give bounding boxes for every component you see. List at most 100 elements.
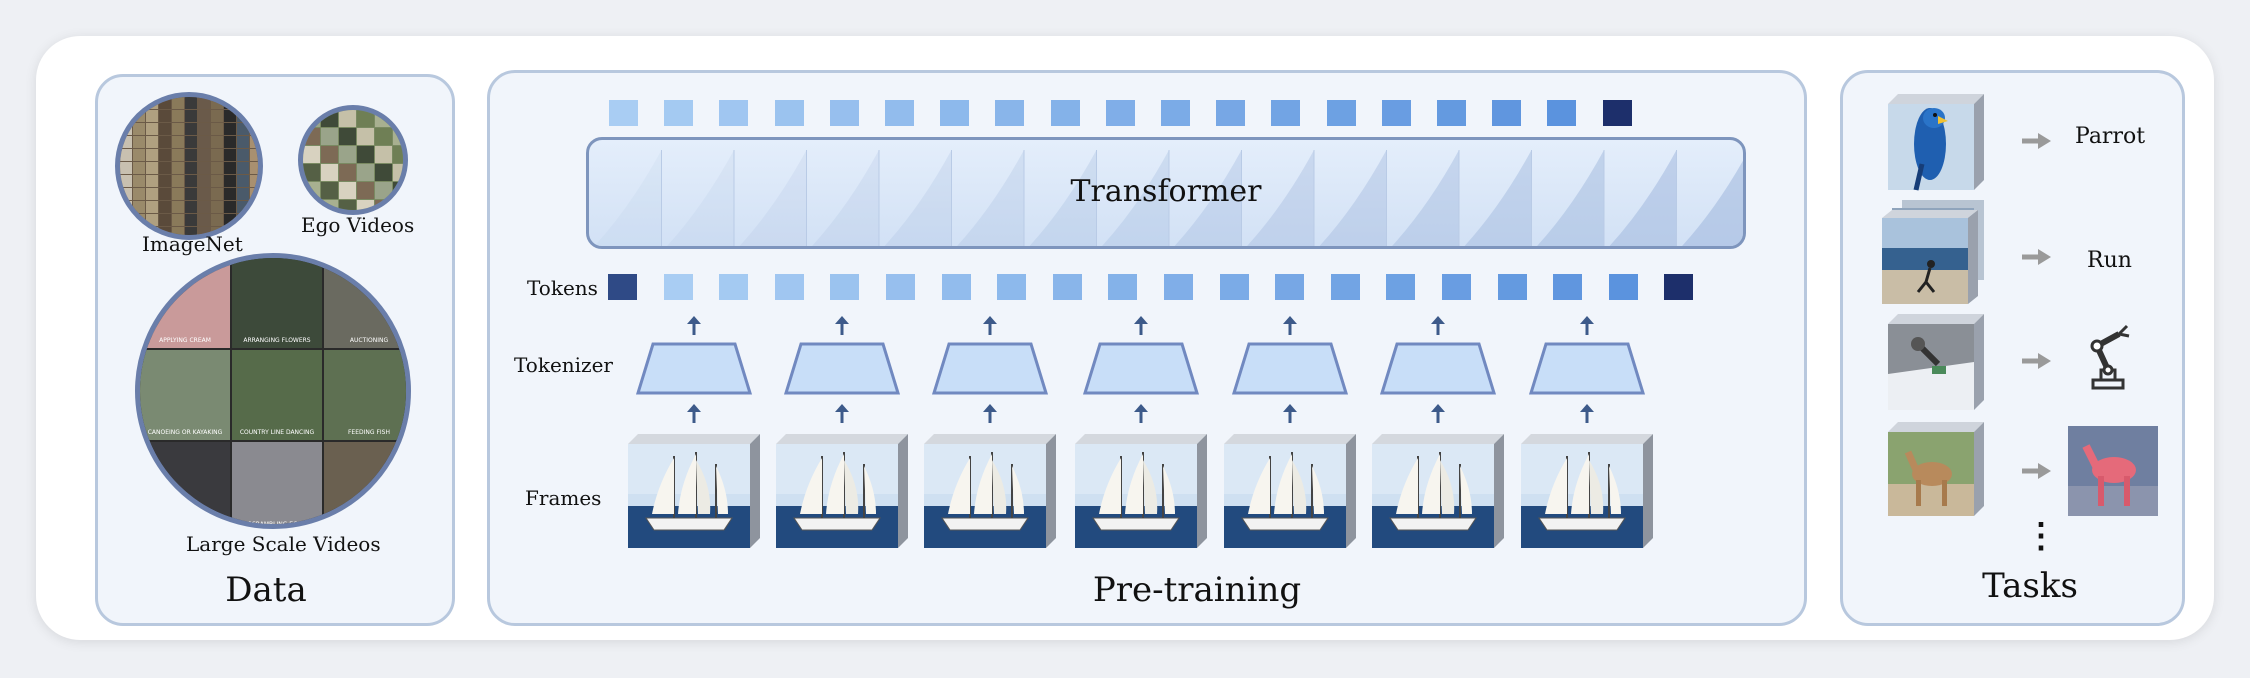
parrot-image [1888, 94, 1988, 196]
ego-tile [303, 164, 320, 181]
imagenet-tile [146, 110, 158, 122]
imagenet-tile [159, 201, 171, 213]
imagenet-tile [198, 214, 210, 226]
imagenet-tile [198, 136, 210, 148]
video-tile-caption: FEEDING FISH [348, 429, 390, 436]
input-token [1219, 274, 1249, 300]
arrow-up-icon [1282, 316, 1298, 340]
imagenet-tile [198, 201, 210, 213]
output-token [1437, 100, 1466, 126]
run-output-label: Run [2087, 248, 2132, 273]
attention-shade [1319, 150, 1387, 246]
imagenet-tile [120, 136, 132, 148]
tokenizer-block [931, 342, 1049, 400]
output-token [1547, 100, 1577, 126]
imagenet-tile [133, 201, 145, 213]
arrow-right-icon [2022, 462, 2052, 484]
arrow-up-icon [1133, 404, 1149, 428]
ego-tile [357, 200, 374, 210]
running-video-frames [1882, 200, 1994, 310]
input-token [1497, 274, 1527, 300]
video-tile-caption: AUCTIONING [350, 337, 389, 344]
imagenet-tile [198, 227, 210, 235]
attention-shade [594, 150, 662, 246]
imagenet-tile [211, 201, 223, 213]
ego-tile [339, 110, 356, 127]
imagenet-tile [224, 201, 236, 213]
arrow-up-icon [1430, 316, 1446, 340]
input-token [608, 274, 637, 300]
imagenet-tile [172, 188, 184, 200]
ego-videos-label: Ego Videos [301, 213, 415, 237]
ego-tile [375, 164, 392, 181]
video-tile [324, 350, 406, 440]
imagenet-tile [133, 162, 145, 174]
output-token [774, 100, 804, 126]
imagenet-tile [185, 149, 197, 161]
arrow-up-icon [1282, 404, 1298, 428]
arrow-right-icon [2022, 352, 2052, 374]
imagenet-tile [250, 136, 258, 148]
imagenet-tile [146, 149, 158, 161]
imagenet-tile [198, 97, 210, 109]
ego-tile [321, 182, 338, 199]
frames-label: Frames [525, 486, 602, 510]
arrow-up-icon [686, 316, 702, 340]
imagenet-tile [120, 188, 132, 200]
tokenizer-block [1231, 342, 1349, 400]
imagenet-tile [211, 110, 223, 122]
ego-tile [321, 164, 338, 181]
output-token [1105, 100, 1135, 126]
imagenet-tile [159, 227, 171, 235]
output-token [1271, 100, 1301, 126]
imagenet-tile [211, 149, 223, 161]
imagenet-tile [185, 110, 197, 122]
arrow-right-icon [2022, 132, 2052, 154]
ego-tile [375, 146, 392, 163]
imagenet-tile [198, 188, 210, 200]
video-frame [776, 434, 908, 554]
imagenet-tile [224, 110, 236, 122]
imagenet-tile [185, 214, 197, 226]
imagenet-tile [159, 97, 171, 109]
video-frame [1521, 434, 1653, 554]
imagenet-tile [172, 136, 184, 148]
output-token [1381, 100, 1411, 126]
video-frame [924, 434, 1056, 554]
input-token [774, 274, 804, 300]
attention-shade [667, 150, 734, 246]
video-tile-caption: SCRAMBLING EGGS [248, 521, 307, 528]
imagenet-tile [237, 201, 249, 213]
attention-shade [1682, 160, 1743, 246]
input-token [886, 274, 915, 300]
output-token [719, 100, 749, 126]
imagenet-tile [172, 175, 184, 187]
imagenet-tile [159, 162, 171, 174]
ego-videos-thumbnail [298, 105, 408, 215]
input-token [1164, 274, 1193, 300]
imagenet-tile [224, 188, 236, 200]
arrow-up-icon [1579, 404, 1595, 428]
input-token [1442, 274, 1471, 300]
imagenet-tile [237, 175, 249, 187]
video-tile-caption: COUNTRY LINE DANCING [240, 429, 315, 436]
input-token [997, 274, 1027, 300]
attention-shade [739, 150, 807, 246]
ego-tile [303, 128, 320, 145]
imagenet-tile [146, 201, 158, 213]
output-token [995, 100, 1025, 126]
imagenet-tile [172, 123, 184, 135]
imagenet-tile [237, 188, 249, 200]
arrow-up-icon [982, 404, 998, 428]
imagenet-tile [185, 162, 197, 174]
tokenizer-block [635, 342, 753, 400]
video-tile [232, 442, 322, 524]
tokenizer-block [783, 342, 901, 400]
imagenet-tile [159, 188, 171, 200]
ego-tile [321, 146, 338, 163]
imagenet-tile [237, 149, 249, 161]
video-frame [1075, 434, 1207, 554]
video-tile [140, 350, 230, 440]
input-token [1386, 274, 1416, 300]
arrow-up-icon [1579, 316, 1595, 340]
